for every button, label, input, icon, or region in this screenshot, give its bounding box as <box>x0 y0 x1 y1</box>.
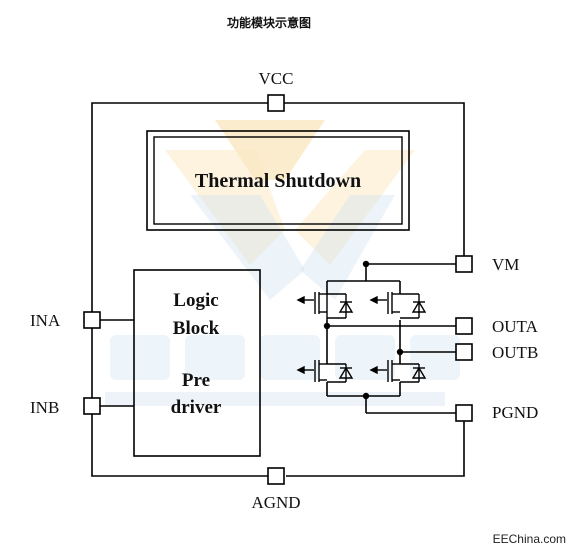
pre-driver-line1: Pre <box>182 370 210 391</box>
pin-vm-label: VM <box>492 255 519 274</box>
pin-vcc-label: VCC <box>259 69 294 88</box>
pin-inb-box <box>83 397 101 415</box>
outline-right-bottom <box>286 421 465 477</box>
pin-outa-box <box>455 317 473 335</box>
pin-agnd-box <box>267 467 285 485</box>
pin-outa-label: OUTA <box>492 317 539 336</box>
pre-driver-line2: driver <box>171 397 222 418</box>
mosfet-low-left <box>296 360 354 383</box>
pin-vm-box <box>455 255 473 273</box>
thermal-shutdown-label: Thermal Shutdown <box>195 170 361 192</box>
pin-pgnd-box <box>455 404 473 422</box>
pin-ina-box <box>83 311 101 329</box>
pin-vcc-box <box>267 94 285 112</box>
diagram-caption: 功能模块示意图 <box>227 15 311 30</box>
outline-right-top <box>284 102 465 256</box>
mosfet-high-right <box>369 292 427 319</box>
logic-block: Logic Block Pre driver <box>133 269 261 457</box>
pin-ina-label: INA <box>30 311 61 330</box>
junction-dots <box>323 260 404 400</box>
background-logo <box>105 120 460 406</box>
mosfet-low-right <box>369 360 427 383</box>
mosfet-high-left <box>296 292 354 320</box>
outline-left-top <box>91 102 276 312</box>
pin-outb-label: OUTB <box>492 343 538 362</box>
pin-inb-label: INB <box>30 398 59 417</box>
logic-block-line2: Block <box>173 318 220 339</box>
thermal-shutdown-block: Thermal Shutdown <box>146 130 410 231</box>
pin-pgnd-label: PGND <box>492 403 538 422</box>
logic-block-line1: Logic <box>173 290 218 311</box>
pin-outb-box <box>455 343 473 361</box>
watermark-text: EEChina.com <box>493 532 566 546</box>
pin-agnd-label: AGND <box>251 493 300 512</box>
outline-left-bottom <box>91 414 268 477</box>
